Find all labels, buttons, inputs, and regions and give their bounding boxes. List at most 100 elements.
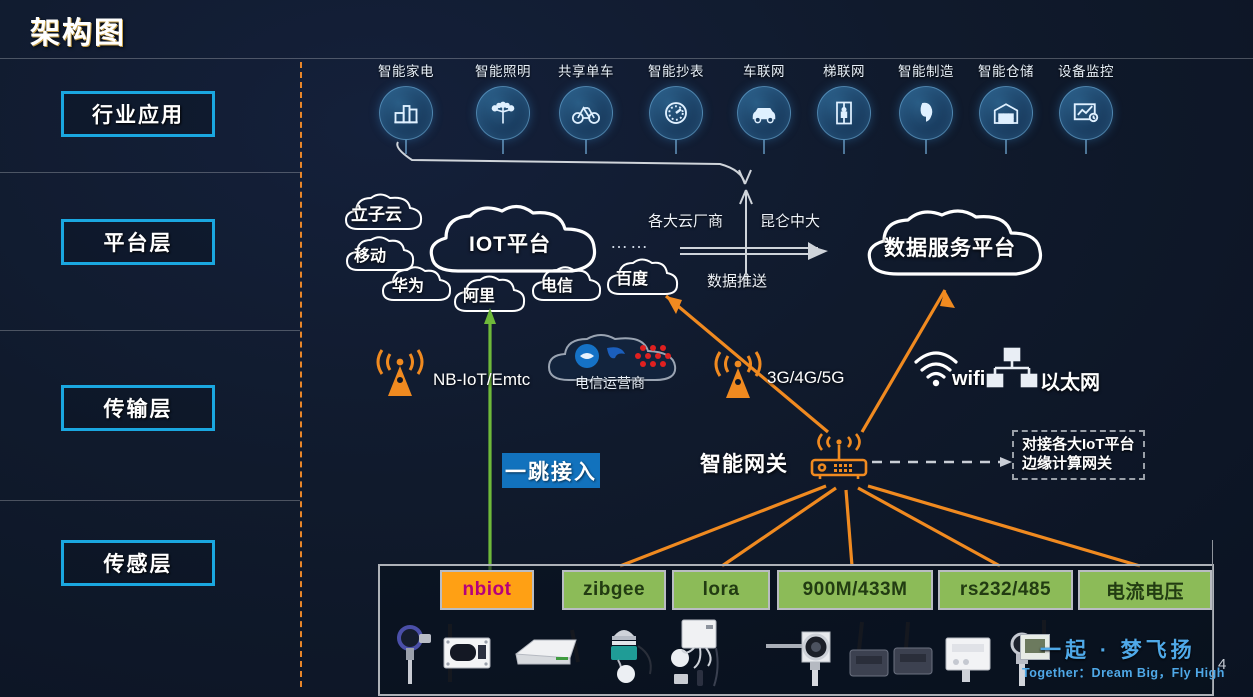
app-stem — [502, 140, 504, 154]
app-item-shared-bike[interactable]: 共享单车 — [540, 60, 632, 154]
device-dome-sensor — [600, 620, 662, 695]
cloud-ellipsis: …… — [610, 232, 650, 252]
label-wifi: wifi — [952, 368, 986, 390]
protocol-tag-nbiot[interactable]: nbiot — [440, 570, 534, 610]
cloud-iot-platform[interactable] — [420, 204, 610, 280]
cloud-huawei[interactable] — [380, 266, 454, 306]
device-wall-terminal — [436, 622, 496, 693]
cloud-label-alibaba: 阿里 — [463, 288, 496, 305]
one-hop-access-badge[interactable]: 一跳接入 — [502, 453, 600, 488]
label-smart-gateway: 智能网关 — [700, 453, 788, 476]
smart-lighting-icon — [476, 86, 530, 140]
arrowhead-baidu — [666, 296, 682, 314]
cloud-china-mobile[interactable] — [344, 236, 416, 276]
device-pressure-transmitter — [390, 624, 438, 691]
shared-bike-icon — [559, 86, 613, 140]
protocol-label: zibgee — [582, 579, 646, 600]
app-stem — [763, 140, 765, 154]
cloud-label-baidu: 百度 — [616, 271, 649, 288]
page-number: 4 — [1218, 656, 1227, 673]
carrier-cloud-icon — [543, 334, 685, 389]
smart-gateway-icon[interactable] — [806, 428, 872, 489]
app-item-smart-appliance[interactable]: 智能家电 — [360, 60, 452, 154]
label-ethernet: 以太网 — [1040, 372, 1100, 394]
divider-layer1 — [0, 172, 300, 173]
protocol-label: rs232/485 — [959, 579, 1052, 600]
protocol-tag-rs232-485[interactable]: rs232/485 — [938, 570, 1073, 610]
app-item-smart-lighting[interactable]: 智能照明 — [457, 60, 549, 154]
app-stem — [843, 140, 845, 154]
frame-edge-right — [1212, 540, 1213, 690]
smart-warehouse-icon — [979, 86, 1033, 140]
app-item-device-monitoring[interactable]: 设备监控 — [1040, 60, 1132, 154]
label-kunlun: 昆仑中大 — [760, 213, 821, 230]
app-label: 智能仓储 — [978, 64, 1034, 79]
app-stem — [585, 140, 587, 154]
protocol-tag-900m-433m[interactable]: 900M/433M — [777, 570, 933, 610]
device-gateway-box — [510, 628, 590, 685]
cloud-china-telecom[interactable] — [530, 266, 604, 306]
cloud-baidu[interactable] — [605, 258, 681, 300]
protocol-tag-zibgee[interactable]: zibgee — [562, 570, 666, 610]
protocol-tag-lora[interactable]: lora — [672, 570, 770, 610]
protocol-label: nbiot — [462, 579, 512, 600]
protocol-label: 电流电压 — [1105, 581, 1184, 603]
app-item-smart-warehouse[interactable]: 智能仓储 — [960, 60, 1052, 154]
app-stem — [405, 140, 407, 154]
elevator-iot-icon — [817, 86, 871, 140]
cloud-label-china-mobile: 移动 — [354, 248, 387, 265]
protocol-tag-current-voltage[interactable]: 电流电压 — [1078, 570, 1212, 610]
app-item-connected-car[interactable]: 车联网 — [718, 60, 810, 154]
edge-note-line-1: 对接各大IoT平台 — [1022, 436, 1135, 453]
app-label: 车联网 — [743, 64, 785, 79]
page-title: 架构图 — [30, 17, 126, 50]
edge-note-line-2: 边缘计算网关 — [1022, 454, 1113, 472]
label-cloud-vendors: 各大云厂商 — [648, 213, 724, 230]
app-item-smart-meter[interactable]: 智能抄表 — [630, 60, 722, 154]
app-label: 设备监控 — [1058, 64, 1114, 79]
layer-label-text: 传输层 — [103, 398, 173, 421]
divider-top — [0, 58, 1253, 59]
layer-label-text: 传感层 — [103, 553, 173, 576]
one-hop-access-label: 一跳接入 — [505, 460, 597, 484]
app-item-elevator-iot[interactable]: 梯联网 — [798, 60, 890, 154]
label-cellular: 3G/4G/5G — [767, 368, 845, 387]
smart-meter-icon — [649, 86, 703, 140]
app-label: 智能家电 — [378, 64, 434, 79]
layer-label-text: 平台层 — [103, 232, 173, 255]
layer-label-platform[interactable]: 平台层 — [61, 219, 215, 265]
layer-label-sensing[interactable]: 传感层 — [61, 540, 215, 586]
cloud-lizi-yun[interactable] — [342, 193, 426, 235]
cloud-label-lizi-yun: 立子云 — [351, 205, 402, 224]
app-label: 智能制造 — [898, 64, 954, 79]
cloud-alibaba[interactable] — [452, 275, 528, 317]
protocol-label: lora — [702, 579, 740, 600]
data-push-arrow — [680, 189, 828, 280]
brand-slogan-en: Together：Dream Big，Fly High — [1022, 666, 1225, 680]
cloud-label-huawei: 华为 — [392, 278, 425, 295]
app-stem — [675, 140, 677, 154]
app-label: 梯联网 — [823, 64, 865, 79]
cloud-label-data-service-platform: 数据服务平台 — [884, 237, 1016, 260]
app-label: 共享单车 — [558, 64, 614, 79]
cloud-data-service-platform[interactable] — [858, 209, 1058, 282]
device-radio-modules — [846, 620, 938, 693]
application-bracket — [396, 141, 752, 185]
app-item-smart-manufacturing[interactable]: 智能制造 — [880, 60, 972, 154]
device-monitoring-icon — [1059, 86, 1113, 140]
brand-logo-icon — [1020, 634, 1050, 660]
layer-label-industry-application[interactable]: 行业应用 — [61, 91, 215, 137]
app-label: 智能照明 — [475, 64, 531, 79]
brand-slogan-cn: 一起 · 梦飞扬 — [1040, 639, 1196, 662]
edge-gateway-note: 对接各大IoT平台 边缘计算网关 — [1012, 430, 1145, 480]
layer-label-transmission[interactable]: 传输层 — [61, 385, 215, 431]
divider-layer3 — [0, 500, 300, 501]
cloud-label-iot-platform: IOT平台 — [469, 233, 551, 256]
vertical-dashed-divider — [300, 62, 302, 687]
cloud-label-china-telecom: 电信 — [541, 278, 574, 295]
ethernet-icon — [986, 347, 1038, 395]
arrowhead-one-hop — [484, 308, 496, 324]
app-label: 智能抄表 — [648, 64, 704, 79]
